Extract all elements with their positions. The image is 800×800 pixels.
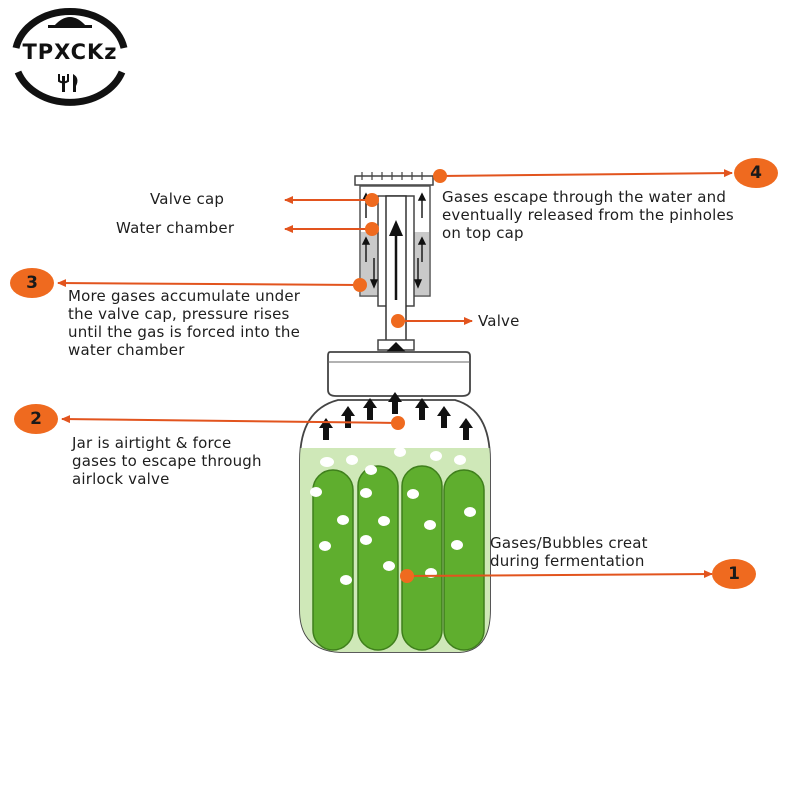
step-2-line-3: airlock valve xyxy=(72,470,170,488)
step-4-line-2: eventually released from the pinholes xyxy=(442,206,734,224)
jar-lid xyxy=(327,351,471,397)
gas-arrows xyxy=(319,392,473,440)
bubbles xyxy=(310,447,476,585)
valve-label: Valve xyxy=(478,312,520,330)
water-chamber-label: Water chamber xyxy=(116,219,235,237)
step-4-badge: 4 xyxy=(734,158,778,188)
callout-dots xyxy=(353,169,447,583)
step-4-line-3: on top cap xyxy=(442,224,524,242)
up-arrow-icon xyxy=(389,220,403,236)
logo-text: TPXCKz xyxy=(22,40,118,64)
valve-cap-label: Valve cap xyxy=(150,190,225,208)
step-3-line-4: water chamber xyxy=(68,341,185,359)
step-2-line-1: Jar is airtight & force xyxy=(72,434,232,452)
step-3-badge: 3 xyxy=(10,268,54,298)
step-1-line-1: Gases/Bubbles creat xyxy=(490,534,648,552)
jar-body xyxy=(299,392,491,653)
pickles xyxy=(312,465,485,651)
callout-lines xyxy=(57,169,733,579)
step-1-badge: 1 xyxy=(712,559,756,589)
step-1-line-2: during fermentation xyxy=(490,552,645,570)
fork-knife-icon xyxy=(58,74,78,92)
step-2-badge: 2 xyxy=(14,404,58,434)
step-3-line-2: the valve cap, pressure rises xyxy=(68,305,290,323)
step-3-line-3: until the gas is forced into the xyxy=(68,323,301,341)
step-4-line-1: Gases escape through the water and xyxy=(442,188,727,206)
logo-emblem xyxy=(12,8,128,106)
brand-logo: TPXCKz xyxy=(2,2,138,112)
step-2-line-2: gases to escape through xyxy=(72,452,262,470)
step-3-line-1: More gases accumulate under xyxy=(68,287,301,305)
top-cap xyxy=(354,175,434,186)
